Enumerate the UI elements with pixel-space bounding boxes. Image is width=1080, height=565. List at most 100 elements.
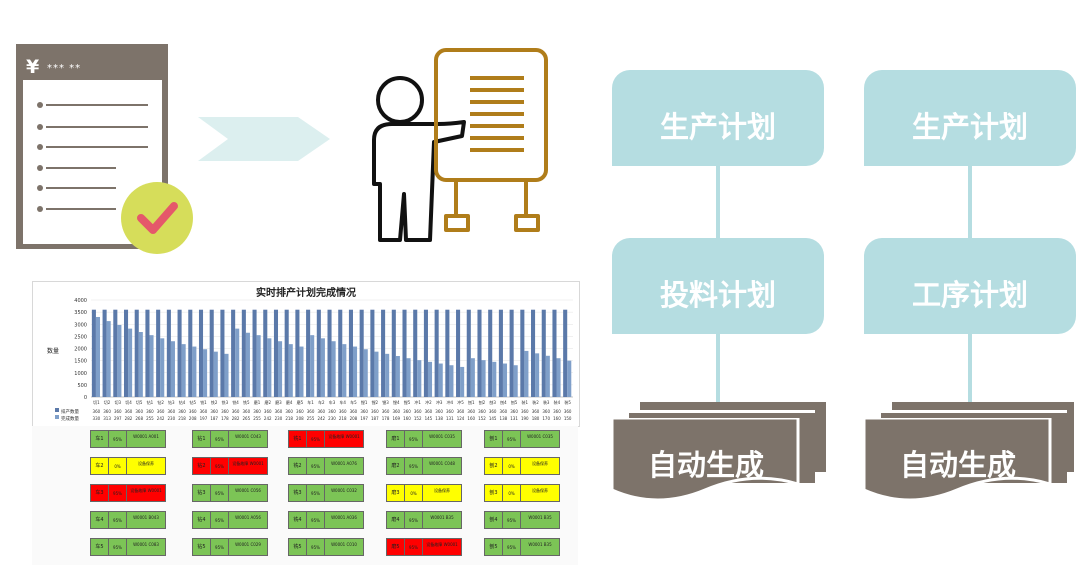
bar-planned bbox=[423, 309, 428, 397]
completion-rate: 95% bbox=[307, 539, 325, 555]
bar-completed bbox=[278, 341, 283, 397]
machine-name: 铣4 bbox=[289, 512, 307, 528]
table-cell: 138 bbox=[500, 416, 508, 421]
bar-completed bbox=[535, 353, 540, 397]
x-tick-label: 装5 bbox=[564, 399, 571, 405]
list-bullet-icon bbox=[37, 206, 43, 212]
table-cell: 230 bbox=[168, 416, 176, 421]
bar-completed bbox=[502, 363, 508, 397]
table-cell: 197 bbox=[360, 416, 368, 421]
bar-completed bbox=[160, 338, 165, 397]
bar-planned bbox=[477, 309, 482, 397]
stack-front-shape bbox=[864, 418, 1052, 502]
table-cell: 360 bbox=[457, 409, 465, 414]
table-cell: 178 bbox=[221, 416, 229, 421]
completion-rate: 0% bbox=[405, 485, 423, 501]
x-tick-label: 车1 bbox=[307, 399, 314, 405]
x-tick-label: 铣1 bbox=[200, 399, 207, 405]
bar-completed bbox=[256, 335, 261, 397]
x-tick-label: 冲4 bbox=[447, 399, 454, 405]
x-tick-label: 冲2 bbox=[425, 399, 432, 405]
bar-completed bbox=[288, 344, 293, 397]
task-status: W0001 C010 bbox=[331, 542, 357, 547]
table-cell: 160 bbox=[467, 416, 475, 421]
table-cell: 297 bbox=[114, 416, 122, 421]
bar-completed bbox=[320, 338, 325, 397]
x-tick-label: 磨1 bbox=[254, 399, 261, 405]
task-status: 设备保养 bbox=[138, 461, 154, 466]
bar-planned bbox=[220, 309, 225, 397]
x-tick-label: 车2 bbox=[318, 399, 325, 405]
table-cell: 360 bbox=[553, 409, 561, 414]
table-cell: 360 bbox=[232, 409, 240, 414]
completion-rate: 95% bbox=[307, 512, 325, 528]
table-cell: 360 bbox=[157, 409, 165, 414]
table-cell: 360 bbox=[521, 409, 529, 414]
bar-planned bbox=[252, 309, 257, 397]
bar-planned bbox=[520, 309, 525, 397]
machine-name: 钻3 bbox=[193, 485, 211, 501]
machine-name: 铣5 bbox=[289, 539, 307, 555]
bar-completed bbox=[181, 344, 186, 397]
masked-amount: *** ** bbox=[47, 63, 82, 74]
bar-completed bbox=[567, 360, 572, 397]
task-status: W0001 C083 bbox=[133, 542, 159, 547]
table-cell: 170 bbox=[542, 416, 550, 421]
table-cell: 360 bbox=[350, 409, 358, 414]
table-cell: 360 bbox=[103, 409, 111, 414]
x-tick-label: 铣2 bbox=[211, 399, 218, 405]
machine-name: 钻5 bbox=[193, 539, 211, 555]
table-cell: 360 bbox=[210, 409, 218, 414]
table-cell: 360 bbox=[371, 409, 379, 414]
bar-planned bbox=[209, 309, 214, 397]
completion-rate: 95% bbox=[503, 431, 521, 447]
flow-label: 生产计划 bbox=[659, 110, 776, 144]
table-cell: 230 bbox=[328, 416, 336, 421]
table-cell: 360 bbox=[178, 409, 186, 414]
bar-planned bbox=[198, 309, 204, 397]
bar-planned bbox=[488, 309, 493, 397]
bar-completed bbox=[438, 363, 443, 397]
list-line bbox=[46, 146, 148, 148]
bar-planned bbox=[434, 309, 439, 397]
machine-name: 磨2 bbox=[387, 458, 405, 474]
table-cell: 124 bbox=[457, 416, 465, 421]
x-tick-label: 车4 bbox=[339, 399, 346, 405]
x-tick-label: 切2 bbox=[104, 399, 111, 405]
x-tick-label: 刨3 bbox=[489, 399, 496, 405]
bar-completed bbox=[170, 341, 175, 397]
list-line bbox=[46, 126, 148, 128]
task-status: 设备故障 W0001 bbox=[426, 542, 458, 547]
table-cell: 131 bbox=[446, 416, 454, 421]
table-cell: 208 bbox=[350, 416, 358, 421]
bar-completed bbox=[235, 328, 240, 397]
completion-rate: 95% bbox=[405, 458, 423, 474]
completion-rate: 0% bbox=[503, 485, 521, 501]
machine-name: 磨4 bbox=[387, 512, 405, 528]
completion-rate: 95% bbox=[211, 485, 229, 501]
table-cell: 242 bbox=[264, 416, 272, 421]
machine-name: 刨3 bbox=[485, 485, 503, 501]
task-status: W0001 C032 bbox=[331, 488, 357, 493]
task-status: 设备保养 bbox=[434, 488, 450, 493]
bar-planned bbox=[402, 309, 407, 397]
x-tick-label: 镗3 bbox=[382, 399, 389, 405]
bar-completed bbox=[395, 356, 400, 397]
y-tick-label: 500 bbox=[77, 383, 87, 389]
bar-completed bbox=[524, 350, 529, 397]
list-bullet-icon bbox=[37, 102, 43, 108]
bar-planned bbox=[113, 309, 118, 397]
table-cell: 360 bbox=[307, 409, 315, 414]
table-cell: 230 bbox=[275, 416, 283, 421]
completion-rate: 95% bbox=[307, 431, 325, 447]
table-cell: 255 bbox=[253, 416, 261, 421]
bar-completed bbox=[374, 351, 379, 397]
machine-name: 铣2 bbox=[289, 458, 307, 474]
table-cell: 218 bbox=[339, 416, 347, 421]
bar-completed bbox=[299, 346, 304, 397]
x-tick-label: 刨1 bbox=[468, 399, 475, 405]
bar-completed bbox=[417, 360, 422, 397]
